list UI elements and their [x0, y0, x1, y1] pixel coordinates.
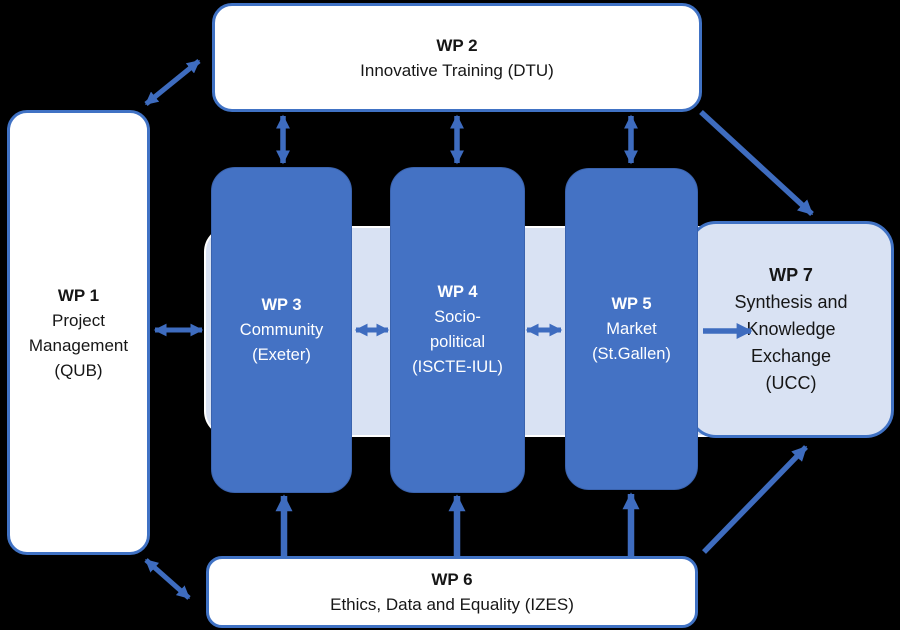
arrow-wp2-wp7 — [699, 109, 814, 217]
wp1-box: WP 1 Project Management (QUB) — [7, 110, 150, 555]
wp5-line: Market — [606, 319, 657, 338]
arrow-wp1-wp6 — [144, 558, 191, 600]
wp3-box: WP 3 Community (Exeter) — [211, 167, 352, 493]
wp7-box: WP 7 Synthesis and Knowledge Exchange (U… — [688, 221, 894, 438]
wp5-title: WP 5 — [611, 294, 652, 313]
arrow-wp1-wp2 — [144, 59, 201, 106]
wp4-line: political — [429, 333, 486, 351]
wp5-line: (St.Gallen) — [592, 344, 671, 363]
wp7-title: WP 7 — [769, 265, 813, 285]
wp3-line: Community — [239, 320, 324, 339]
wp1-title: WP 1 — [57, 285, 100, 305]
wp7-line: Synthesis and — [734, 292, 848, 312]
wp2-box: WP 2 Innovative Training (DTU) — [212, 3, 702, 112]
wp6-box: WP 6 Ethics, Data and Equality (IZES) — [206, 556, 698, 628]
wp1-line: (QUB) — [54, 360, 103, 380]
wp2-line: Innovative Training (DTU) — [360, 60, 554, 80]
wp3-line: (Exeter) — [252, 345, 311, 364]
wp6-line: Ethics, Data and Equality (IZES) — [330, 595, 574, 614]
wp7-line: Exchange — [750, 346, 832, 366]
wp3-title: WP 3 — [261, 295, 302, 314]
wp6-title: WP 6 — [431, 570, 473, 589]
wp1-line: Management — [28, 335, 129, 355]
arrow-wp6-wp7 — [702, 445, 808, 554]
wp1-line: Project — [52, 310, 105, 330]
wp4-line: Socio- — [434, 308, 481, 326]
wp4-title: WP 4 — [437, 283, 478, 301]
wp4-box: WP 4 Socio- political (ISCTE-IUL) — [390, 167, 525, 493]
wp4-line: (ISCTE-IUL) — [412, 358, 503, 376]
wp2-title: WP 2 — [436, 35, 478, 55]
wp5-box: WP 5 Market (St.Gallen) — [565, 168, 698, 490]
wp7-line: Knowledge — [746, 319, 836, 339]
wp7-line: (UCC) — [765, 373, 817, 393]
